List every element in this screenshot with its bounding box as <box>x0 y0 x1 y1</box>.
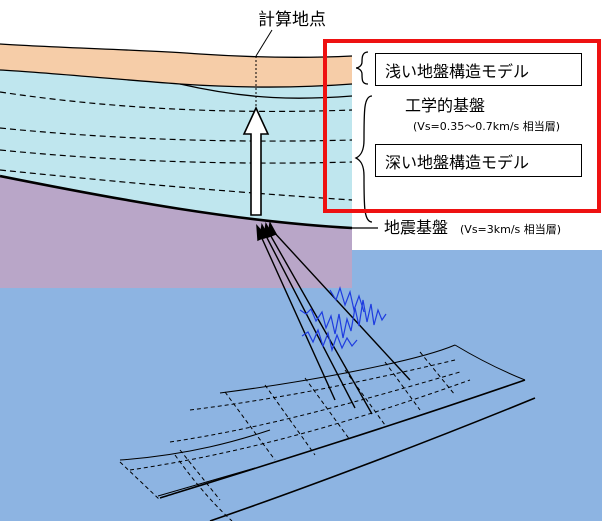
highlight-frame <box>323 39 601 213</box>
deep-model-label: 深い地盤構造モデル <box>375 144 582 177</box>
fault-plane-grid <box>119 344 536 521</box>
crust-region <box>0 250 602 521</box>
sediment-layer <box>0 45 352 228</box>
engineering-base-boundary <box>179 83 353 99</box>
seismic-base-note: (Vs=3km/s 相当層) <box>460 223 562 236</box>
seismic-base-label: 地震基盤 <box>384 218 449 237</box>
surface-boundary <box>0 43 353 58</box>
shallow-model-brace <box>355 51 369 85</box>
engineering-base-note: (Vs=0.35～0.7km/s 相当層) <box>413 120 561 133</box>
calc-point-label: 計算地点 <box>258 10 326 30</box>
engineering-base-label: 工学的基盤 <box>405 96 486 115</box>
deep-model-brace <box>354 95 373 223</box>
seismic-waveform-3 <box>329 285 365 313</box>
seismic-base-boundary <box>0 174 353 230</box>
shallow-model-label: 浅い地盤構造モデル <box>375 53 582 86</box>
upward-arrow-icon <box>242 106 270 216</box>
wave-ray-arrows <box>256 220 411 415</box>
calc-point-leader <box>255 29 273 57</box>
seismic-waveform <box>299 299 387 339</box>
seismic-waveform-2 <box>301 328 358 353</box>
layer-boundary-dashed <box>0 91 353 201</box>
